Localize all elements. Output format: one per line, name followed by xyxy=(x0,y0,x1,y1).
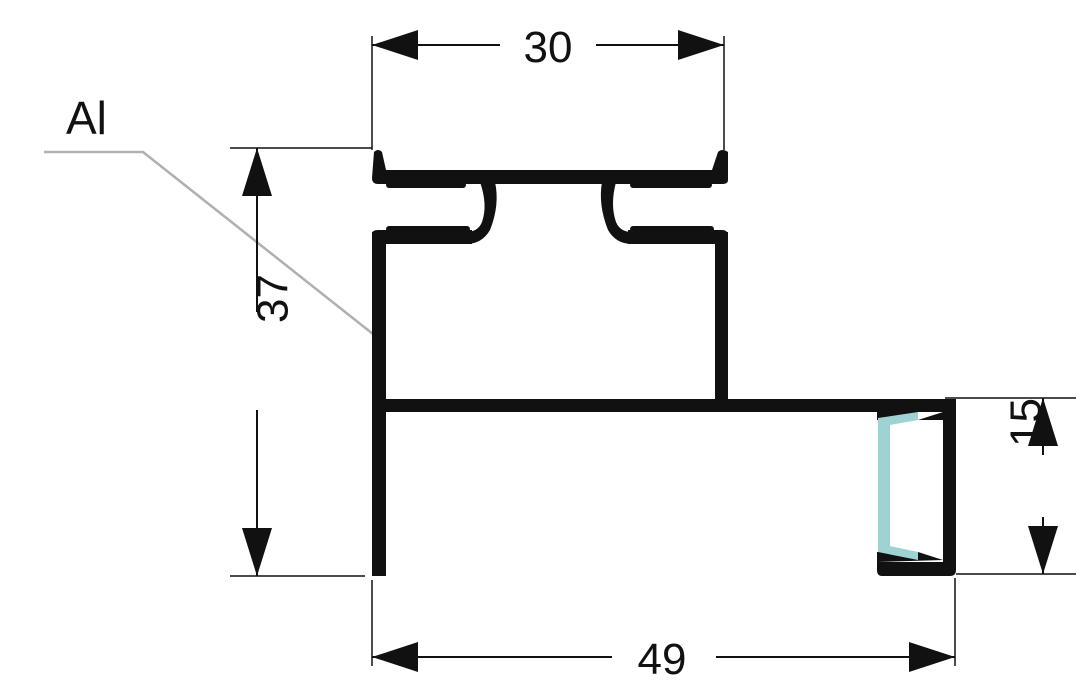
dimension-label-top-width: 30 xyxy=(524,23,573,72)
dimension-label-total-width: 49 xyxy=(638,635,687,684)
dimension-15: 15 xyxy=(945,397,1076,575)
gasket-insert xyxy=(878,412,918,560)
dimension-label-height: 37 xyxy=(249,274,298,323)
material-label: Al xyxy=(66,92,107,144)
leader-line xyxy=(44,150,379,339)
dimension-49: 49 xyxy=(371,578,956,684)
dimension-label-channel-height: 15 xyxy=(1002,398,1051,447)
aluminium-profile xyxy=(372,150,956,576)
dimension-30: 30 xyxy=(371,23,725,150)
dimension-37: 37 xyxy=(230,147,372,577)
